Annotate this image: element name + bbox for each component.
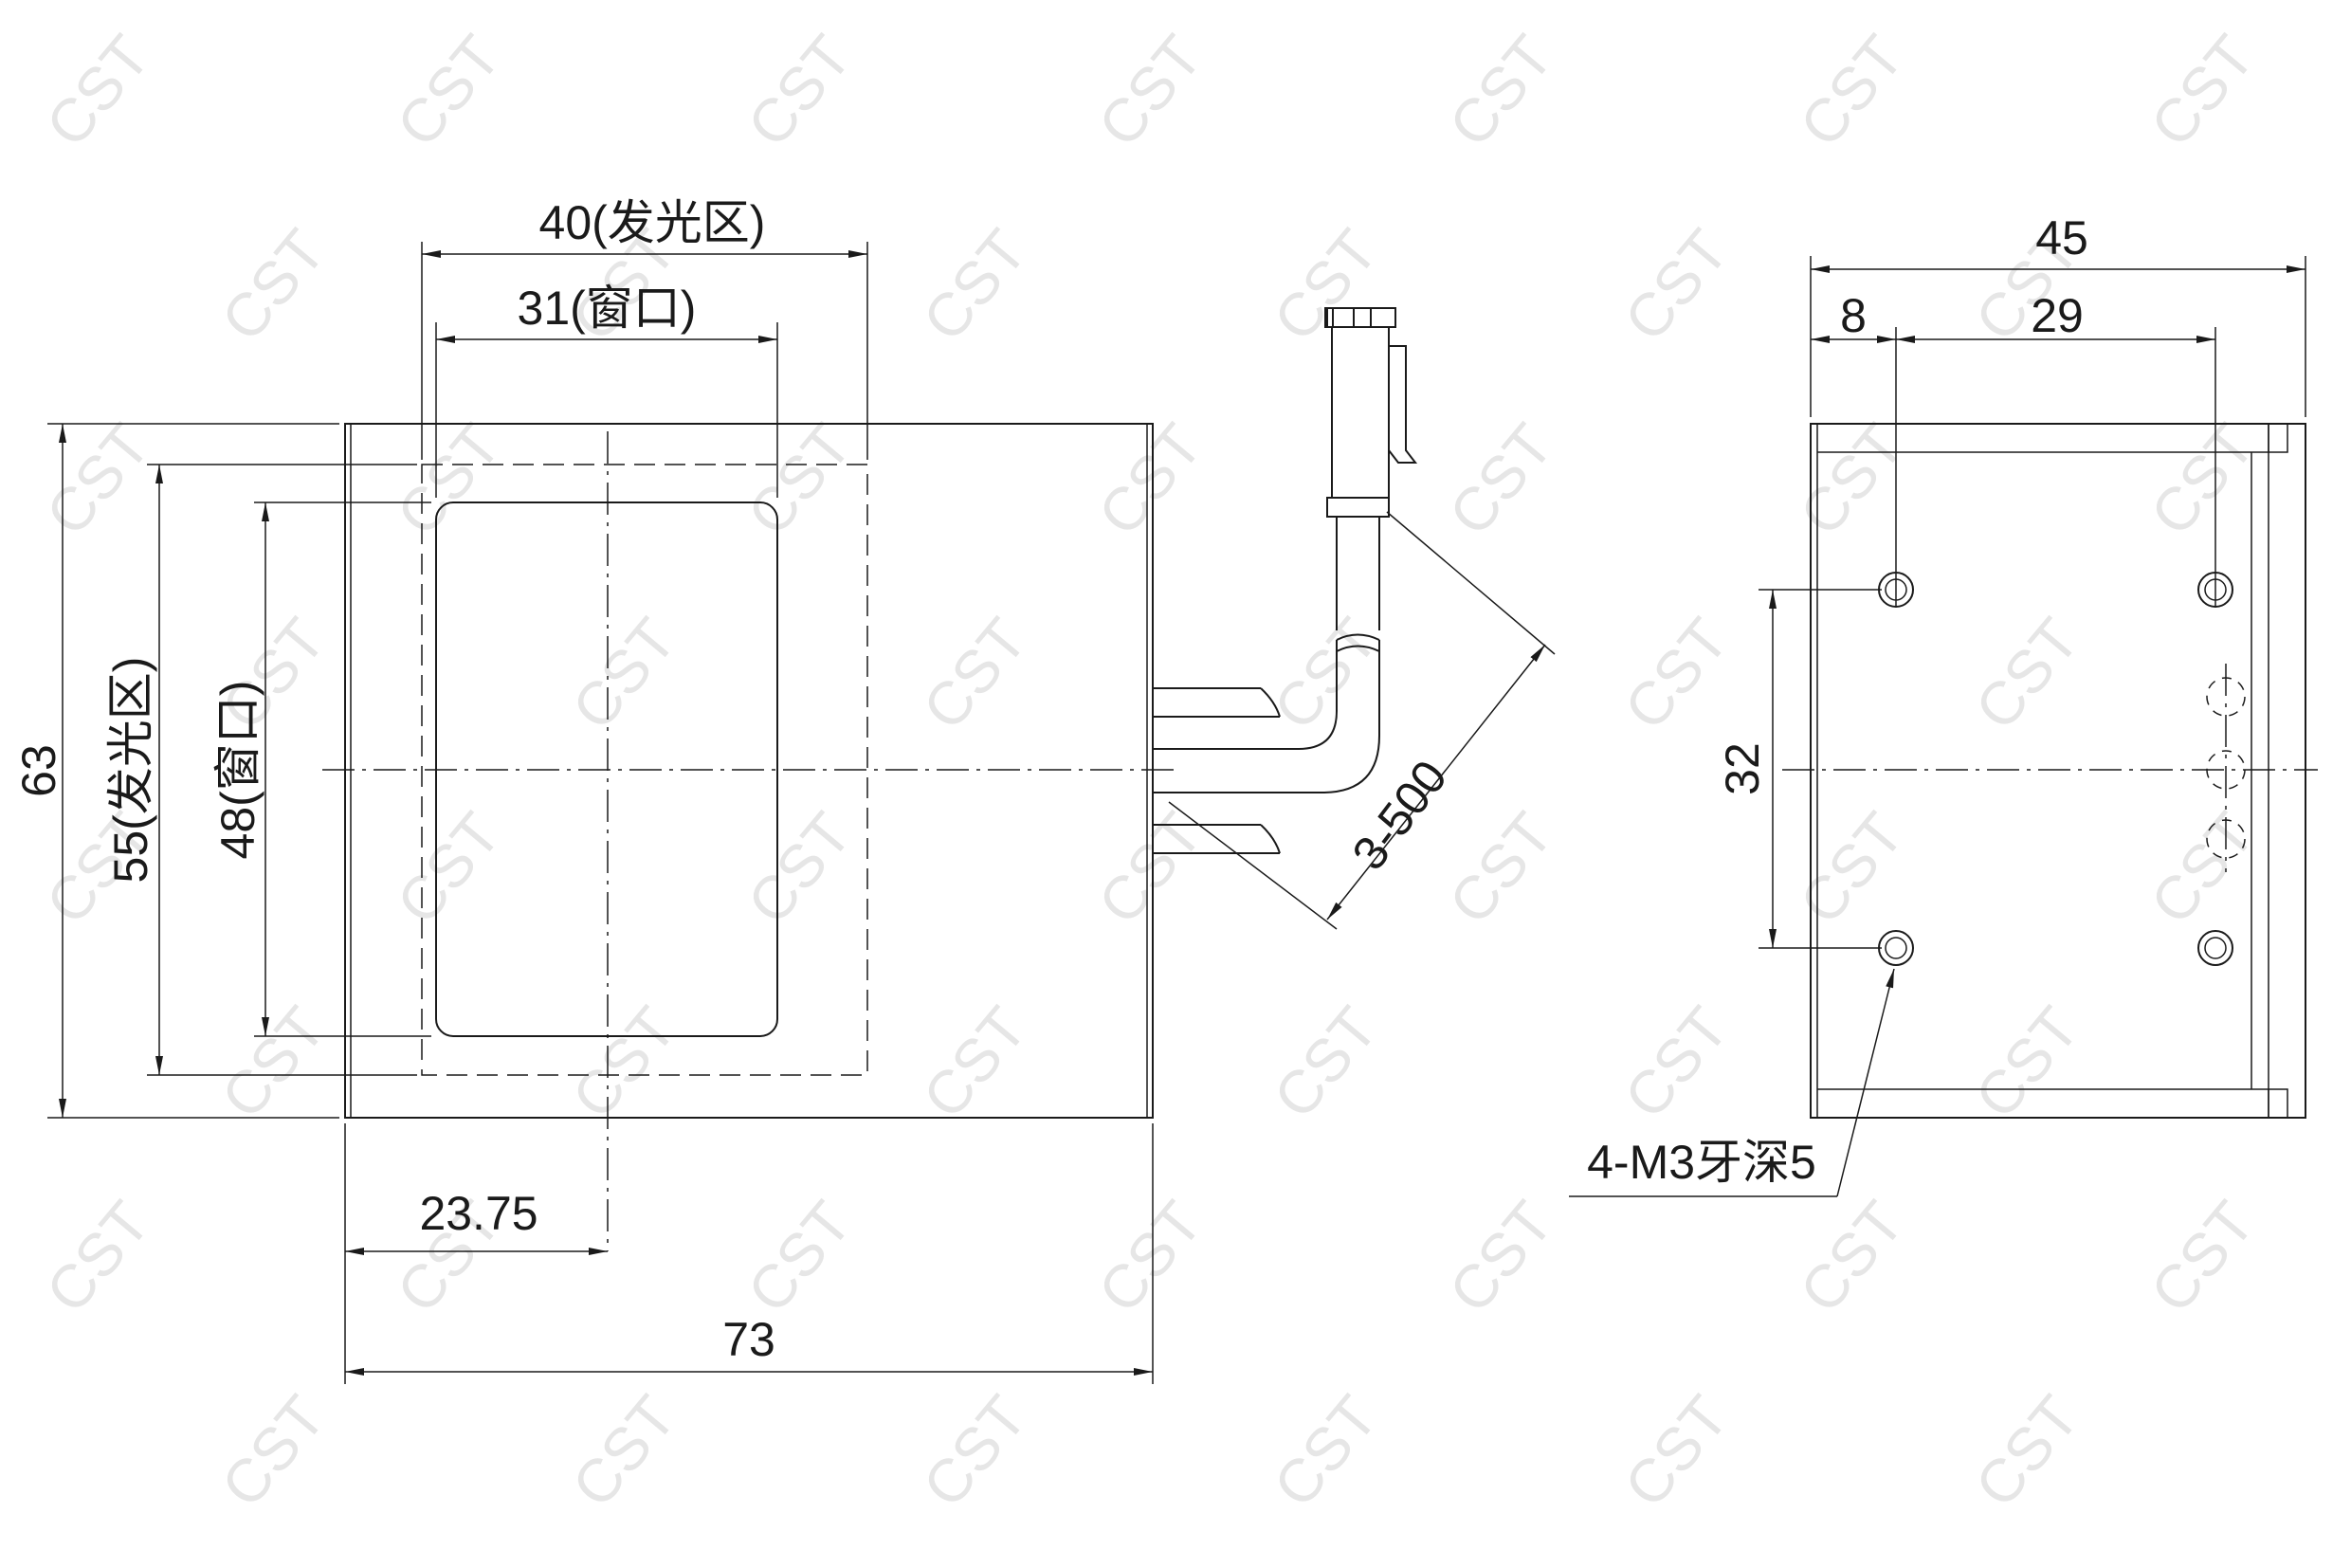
total-height-label: 63 — [12, 744, 65, 797]
cable-length-dim-line — [1326, 644, 1546, 921]
cable-leader-ext-top — [1386, 511, 1556, 655]
side-total-label: 45 — [2035, 211, 2088, 264]
edge-offset-label: 8 — [1840, 289, 1867, 342]
watermark-text: CST — [1961, 1383, 2091, 1520]
watermark-text: CST — [1084, 800, 1214, 937]
watermark-text: CST — [1786, 800, 1916, 937]
watermark-text: CST — [558, 606, 688, 742]
watermark-text: CST — [32, 411, 162, 548]
watermark-text: CST — [1786, 411, 1916, 548]
watermark-text: CST — [1260, 1383, 1390, 1520]
window-height-label: 48(窗口) — [211, 681, 264, 860]
watermark-text: CST — [909, 994, 1039, 1131]
watermark-text: CST — [1084, 23, 1214, 159]
watermark-text: CST — [383, 800, 513, 937]
mounting-hole-bottom-right — [2197, 930, 2233, 966]
watermark-text: CST — [734, 411, 864, 548]
watermark-text: CST — [208, 217, 337, 354]
watermark-text: CST — [1611, 217, 1740, 354]
watermark-text: CST — [558, 1383, 688, 1520]
watermark-text: CST — [208, 994, 337, 1131]
watermark-text: CST — [383, 23, 513, 159]
watermark-text: CST — [1611, 606, 1740, 742]
watermark-text: CST — [909, 606, 1039, 742]
watermark-text: CST — [383, 411, 513, 548]
watermark-text: CST — [1611, 1383, 1740, 1520]
watermark-text: CST — [1435, 1189, 1565, 1325]
watermark-text: CST — [558, 994, 688, 1131]
watermark-text: CST — [734, 800, 864, 937]
thread-note-label: 4-M3牙深5 — [1587, 1136, 1816, 1189]
watermark-text: CST — [909, 217, 1039, 354]
watermark-text: CST — [1260, 994, 1390, 1131]
watermark-text: CST — [1961, 606, 2091, 742]
hole-spacing-v-label: 32 — [1716, 742, 1769, 795]
watermark-text: CST — [208, 1383, 337, 1520]
emit-height-label: 55(发光区) — [104, 657, 157, 884]
watermark-text: CST — [1435, 411, 1565, 548]
side-housing-outline — [1810, 423, 2306, 1119]
watermark-text: CST — [1084, 411, 1214, 548]
watermark-text: CST — [2137, 411, 2267, 548]
watermark-text: CST — [734, 23, 864, 159]
watermark-text: CST — [1786, 23, 1916, 159]
watermark-text: CST — [32, 1189, 162, 1325]
watermark-text: CST — [1786, 1189, 1916, 1325]
watermark-text: CST — [1260, 606, 1390, 742]
window-width-label: 31(窗口) — [518, 282, 697, 335]
watermark-text: CST — [1961, 994, 2091, 1131]
thread-leader-line — [1836, 968, 1895, 1197]
watermark-text: CST — [1260, 217, 1390, 354]
watermark-text: CST — [1611, 994, 1740, 1131]
emit-width-label: 40(发光区) — [539, 196, 766, 249]
watermark-text: CST — [2137, 23, 2267, 159]
watermark-text: CST — [32, 23, 162, 159]
watermark-text: CST — [734, 1189, 864, 1325]
watermark-text: CST — [2137, 1189, 2267, 1325]
mounting-hole-bottom-left — [1878, 930, 1914, 966]
side-view: 45 8 29 32 4-M3牙深5 — [1569, 211, 2318, 1197]
watermark-text: CST — [1435, 23, 1565, 159]
watermark-text: CST — [1435, 800, 1565, 937]
front-view: 3-500 40(发光区) 31(窗口) 63 55(发光区) 48(窗口) 2… — [12, 196, 1556, 1384]
side-lip-top — [2268, 423, 2288, 453]
hidden-cable-holes — [2206, 677, 2246, 859]
watermark-text: CST — [2137, 800, 2267, 937]
front-housing-outline — [344, 423, 1154, 1119]
center-offset-label: 23.75 — [419, 1187, 538, 1240]
hole-spacing-h-label: 29 — [2031, 289, 2084, 342]
watermark-text: CST — [1084, 1189, 1214, 1325]
cable-assembly — [1153, 307, 1418, 854]
total-width-label: 73 — [722, 1313, 775, 1366]
emitting-area-outline — [421, 464, 868, 1076]
watermark-layer: CST CST CST CST CST CST CST CST CST CST CST CST CST C… — [32, 23, 2267, 1520]
watermark-text: CST — [909, 1383, 1039, 1520]
cable-length-label: 3-500 — [1342, 751, 1458, 880]
side-lip-bottom — [2268, 1088, 2288, 1119]
cable-leader-ext-bottom — [1168, 801, 1338, 930]
